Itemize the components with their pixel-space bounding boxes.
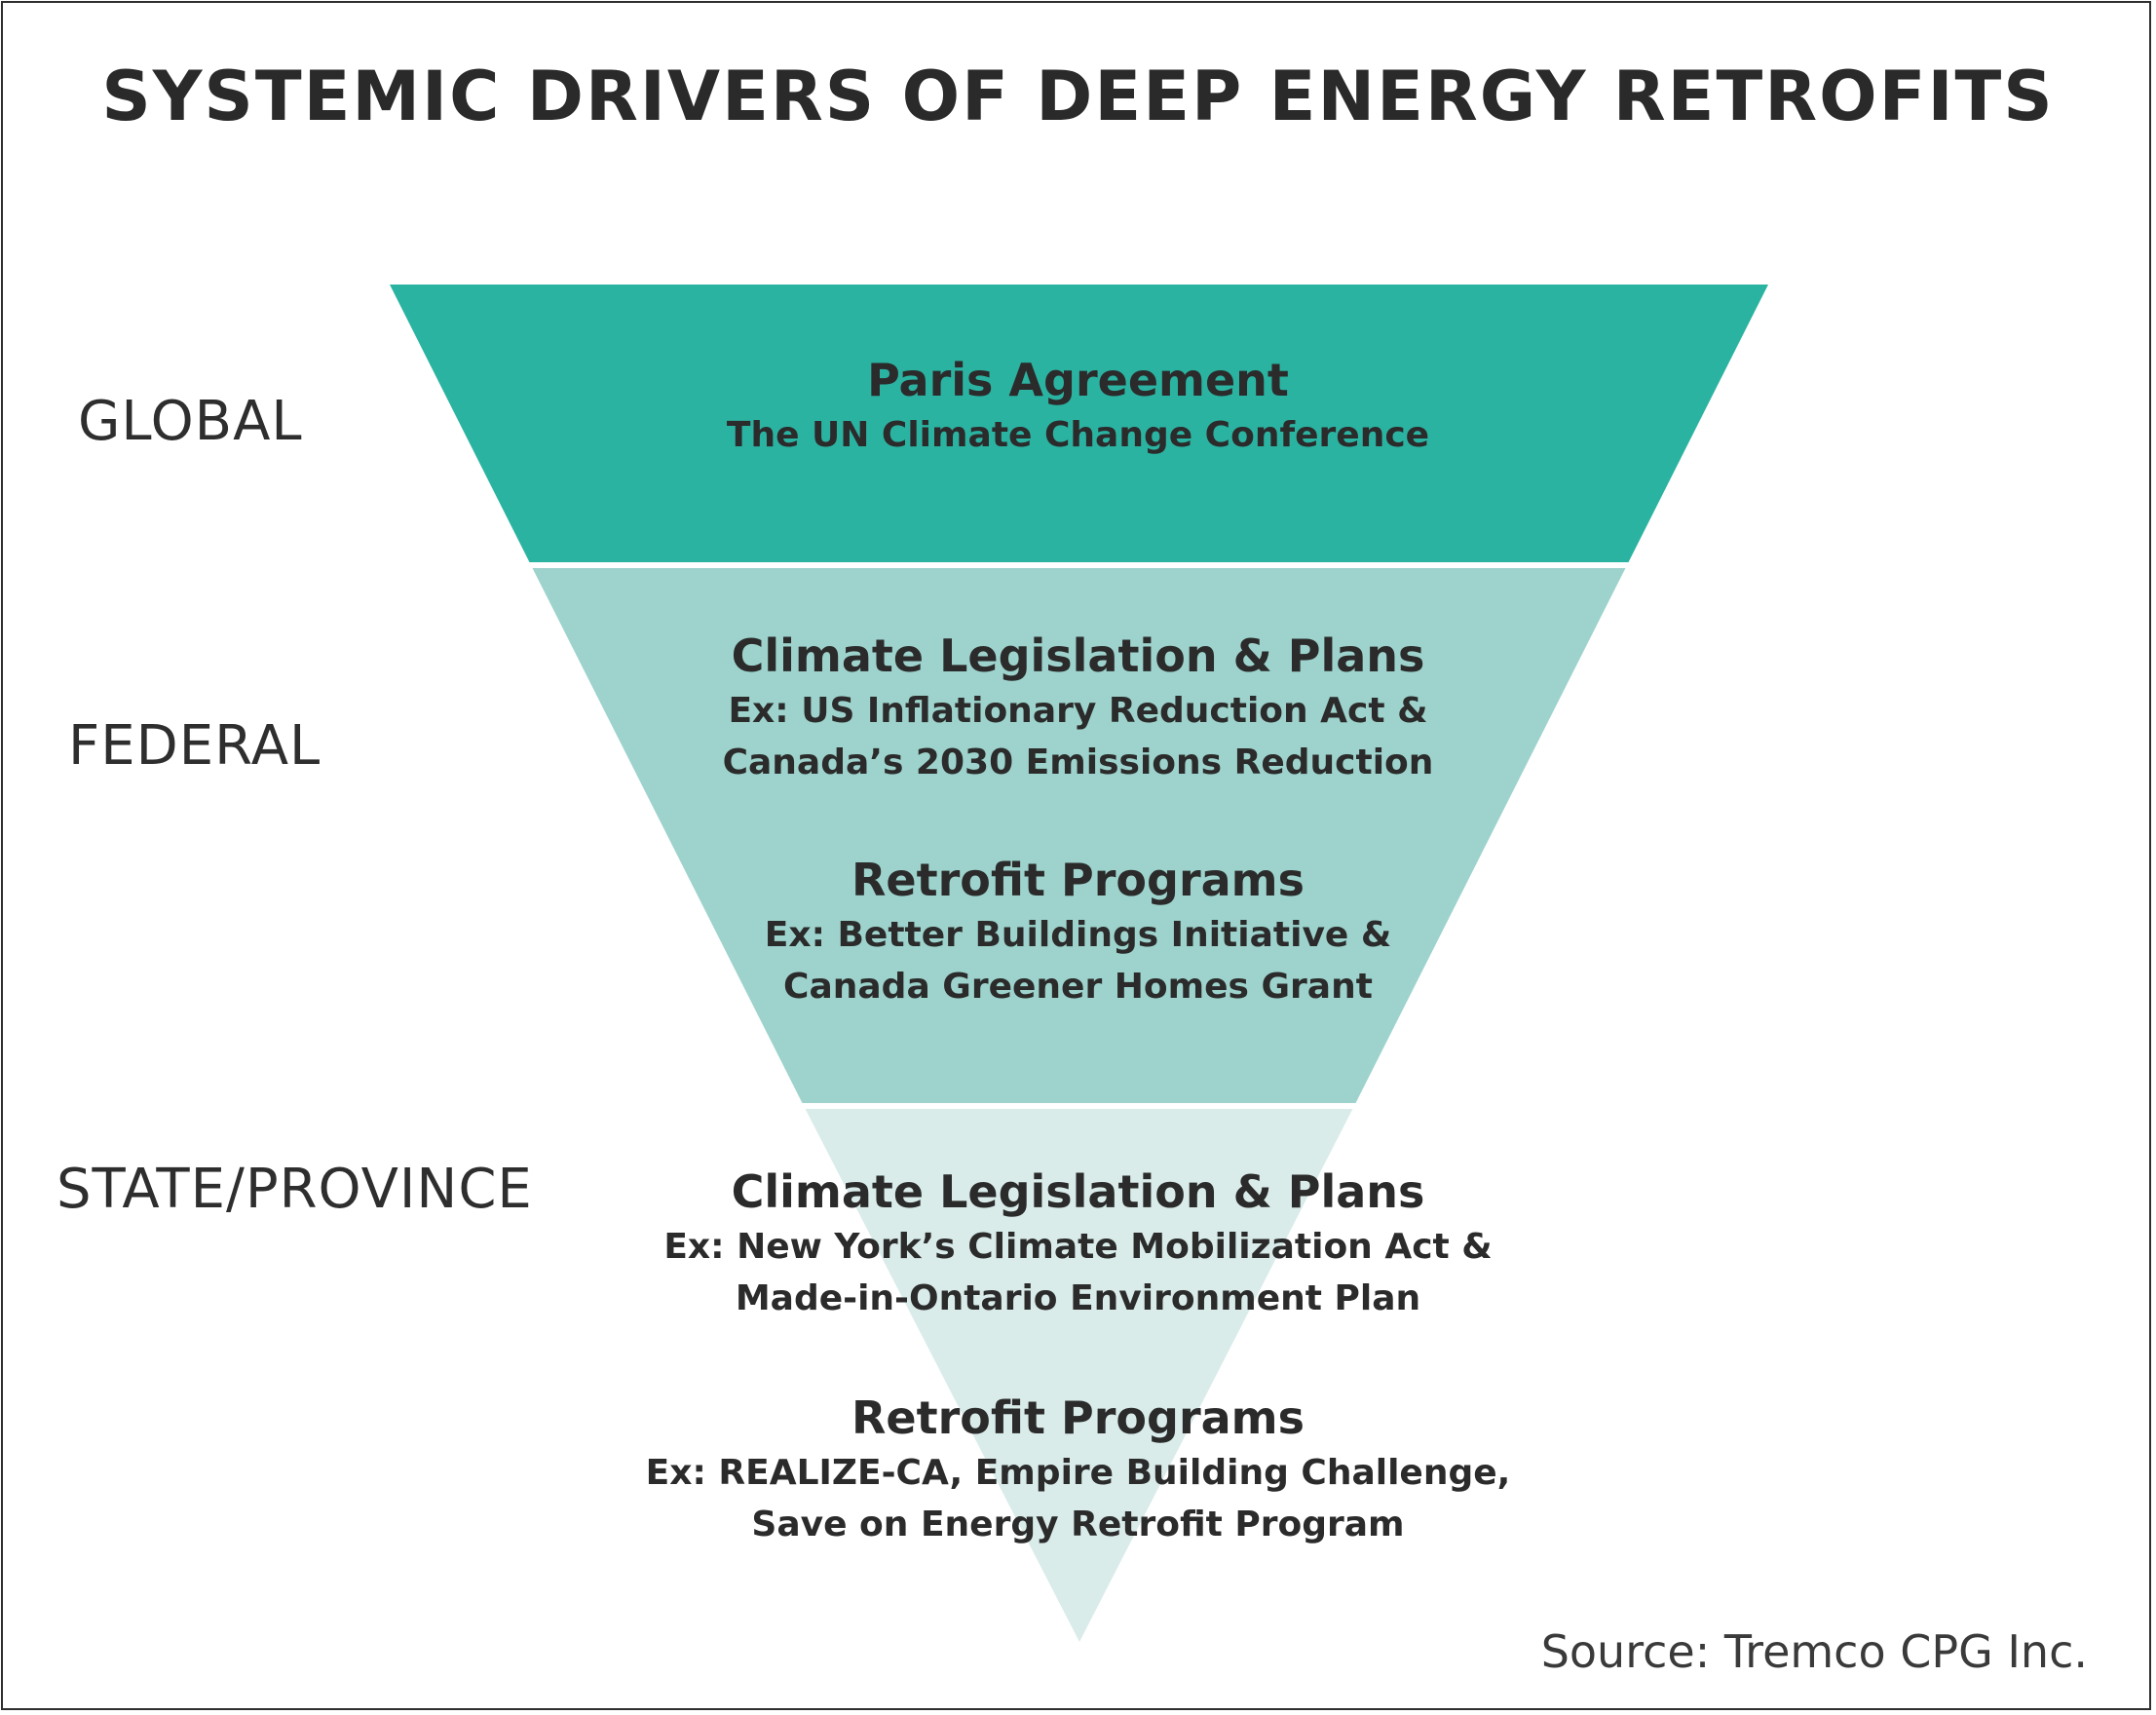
state-programs-heading: Retrofit Programs bbox=[851, 1391, 1305, 1444]
funnel-tier-state bbox=[804, 1106, 1354, 1642]
state-legislation-block: Climate Legislation & Plans Ex: New York… bbox=[0, 1162, 2156, 1324]
federal-legislation-block: Climate Legislation & Plans Ex: US Infla… bbox=[0, 627, 2156, 788]
federal-programs-block: Retrofit Programs Ex: Better Buildings I… bbox=[0, 851, 2156, 1012]
state-legislation-line: Ex: New York’s Climate Mobilization Act … bbox=[663, 1227, 1493, 1267]
level-label-federal: FEDERAL bbox=[68, 714, 322, 778]
funnel-tier-federal bbox=[531, 565, 1627, 1106]
state-programs-line: Ex: REALIZE-CA, Empire Building Challeng… bbox=[645, 1453, 1511, 1493]
state-legislation-line: Made-in-Ontario Environment Plan bbox=[735, 1278, 1421, 1318]
level-label-state: STATE/PROVINCE bbox=[57, 1158, 533, 1221]
level-label-global: GLOBAL bbox=[78, 390, 303, 453]
federal-programs-line: Ex: Better Buildings Initiative & bbox=[764, 915, 1392, 955]
global-heading: Paris Agreement bbox=[867, 354, 1289, 406]
federal-programs-heading: Retrofit Programs bbox=[851, 854, 1305, 906]
global-line: The UN Climate Change Conference bbox=[726, 415, 1430, 455]
federal-legislation-line: Canada’s 2030 Emissions Reduction bbox=[722, 743, 1434, 782]
federal-legislation-line: Ex: US Inflationary Reduction Act & bbox=[728, 691, 1428, 731]
state-programs-block: Retrofit Programs Ex: REALIZE-CA, Empire… bbox=[0, 1389, 2156, 1550]
diagram-title: SYSTEMIC DRIVERS OF DEEP ENERGY RETROFIT… bbox=[101, 57, 2055, 136]
federal-programs-line: Canada Greener Homes Grant bbox=[783, 967, 1373, 1007]
federal-legislation-heading: Climate Legislation & Plans bbox=[731, 629, 1425, 682]
source-credit: Source: Tremco CPG Inc. bbox=[1540, 1625, 2088, 1678]
funnel-tier-global bbox=[390, 285, 1768, 565]
state-legislation-heading: Climate Legislation & Plans bbox=[731, 1165, 1425, 1218]
global-block: Paris Agreement The UN Climate Change Co… bbox=[0, 351, 2156, 461]
state-programs-line: Save on Energy Retrofit Program bbox=[751, 1505, 1405, 1544]
